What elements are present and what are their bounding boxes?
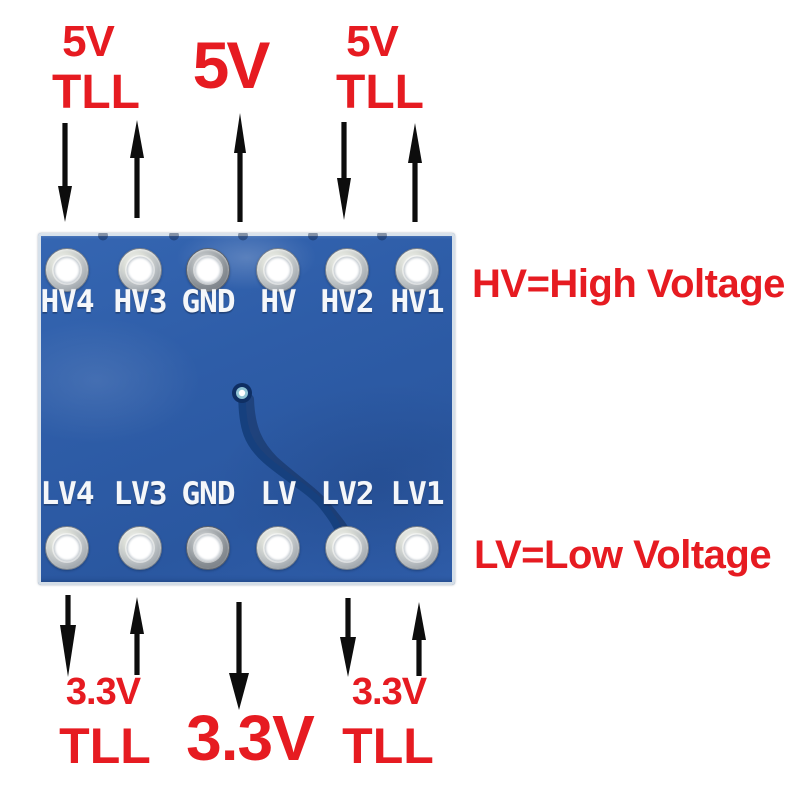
edge-notch <box>377 233 387 241</box>
down-arrow-icon <box>229 602 249 710</box>
pin-label-lv1: LV1 <box>390 476 445 512</box>
edge-notch <box>308 233 318 241</box>
via <box>232 383 252 403</box>
pin-label-hv2: HV2 <box>320 284 375 320</box>
pin-pad-lv <box>256 526 300 570</box>
edge-notch <box>169 233 179 241</box>
pin-hole <box>333 534 361 562</box>
pin-hole <box>194 256 222 284</box>
top-left-voltage-label: 5V <box>62 17 115 66</box>
edge-notch <box>238 233 248 241</box>
pin-label-gnd: GND <box>181 476 236 512</box>
top-center-voltage-label: 5V <box>192 28 271 102</box>
pin-pad-lv2 <box>325 526 369 570</box>
pin-hole <box>126 256 154 284</box>
up-arrow-icon <box>412 602 426 676</box>
pin-label-lv3: LV3 <box>113 476 168 512</box>
pin-pad-hv1 <box>395 248 439 292</box>
edge-notches <box>98 233 387 241</box>
hv-legend: HV=High Voltage <box>472 262 785 306</box>
pin-hole <box>264 256 292 284</box>
pin-pad-gnd <box>186 526 230 570</box>
up-arrow-icon <box>408 123 422 222</box>
lv-legend: LV=Low Voltage <box>474 533 772 577</box>
top-right-logic-label: TLL <box>336 66 424 119</box>
pin-pad-hv3 <box>118 248 162 292</box>
pin-hole <box>53 256 81 284</box>
down-arrow-icon <box>340 598 356 677</box>
signal-trace <box>238 391 342 533</box>
bottom-center-voltage-label: 3.3V <box>186 702 315 774</box>
bottom-right-voltage-label: 3.3V <box>351 671 427 713</box>
pin-hole <box>333 256 361 284</box>
pin-hole <box>403 256 431 284</box>
pin-hole <box>264 534 292 562</box>
pin-pad-hv4 <box>45 248 89 292</box>
pin-pad-gnd <box>186 248 230 292</box>
bottom-left-logic-label: TLL <box>59 718 151 774</box>
pin-pad-lv4 <box>45 526 89 570</box>
pcb-copper-art <box>98 233 387 537</box>
pin-label-gnd: GND <box>181 284 236 320</box>
top-left-logic-label: TLL <box>52 66 140 119</box>
top-right-voltage-label: 5V <box>346 17 399 66</box>
pin-label-lv: LV <box>260 476 296 512</box>
pin-hole <box>194 534 222 562</box>
up-arrow-icon <box>130 597 144 675</box>
pin-label-hv: HV <box>260 284 296 320</box>
pin-hole <box>403 534 431 562</box>
bottom-left-voltage-label: 3.3V <box>65 671 141 713</box>
up-arrow-icon <box>130 120 144 218</box>
pin-pad-hv <box>256 248 300 292</box>
down-arrow-icon <box>337 122 351 220</box>
pin-hole <box>53 534 81 562</box>
pin-label-hv4: HV4 <box>40 284 95 320</box>
pin-label-lv2: LV2 <box>320 476 375 512</box>
down-arrow-icon <box>58 123 72 222</box>
down-arrow-icon <box>60 595 76 677</box>
pin-label-hv1: HV1 <box>390 284 445 320</box>
pin-hole <box>126 534 154 562</box>
up-arrow-icon <box>234 113 246 222</box>
pin-pad-hv2 <box>325 248 369 292</box>
pin-pad-lv3 <box>118 526 162 570</box>
pin-label-hv3: HV3 <box>113 284 168 320</box>
edge-notch <box>98 233 108 241</box>
pin-pad-lv1 <box>395 526 439 570</box>
bottom-right-logic-label: TLL <box>342 718 434 774</box>
pin-label-lv4: LV4 <box>40 476 95 512</box>
